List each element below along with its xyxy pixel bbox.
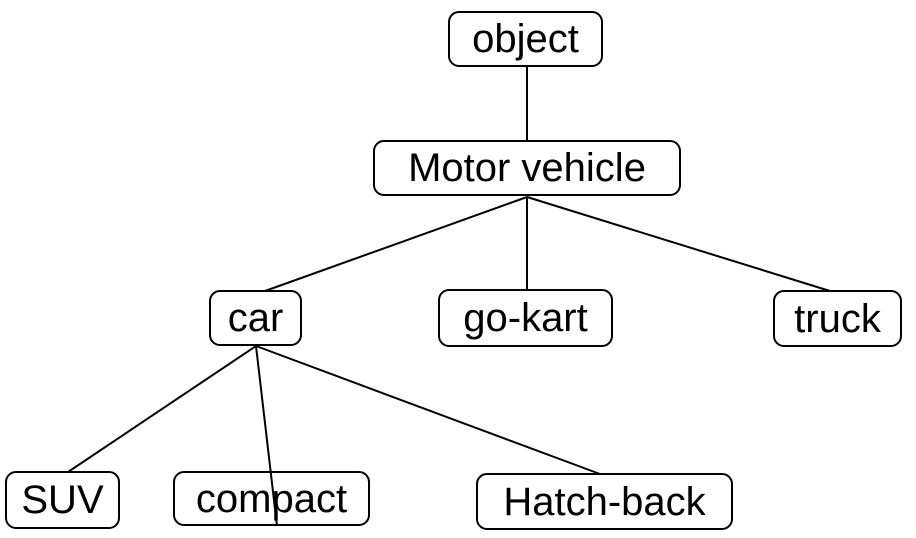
node-motor-vehicle: Motor vehicle <box>373 140 681 196</box>
node-go-kart-label: go-kart <box>463 296 588 340</box>
node-object: object <box>448 11 603 67</box>
node-car-label: car <box>227 296 284 340</box>
node-hatch-back-label: Hatch-back <box>503 479 706 524</box>
node-truck-label: truck <box>794 296 881 341</box>
node-car: car <box>209 290 302 346</box>
node-motor-vehicle-label: Motor vehicle <box>408 146 646 190</box>
node-suv-label: SUV <box>21 478 104 522</box>
edge-car-compact <box>255 345 278 527</box>
edge-motor-vehicle-truck <box>526 196 831 292</box>
node-compact-label: compact <box>195 476 348 521</box>
edge-motor-vehicle-car <box>264 196 528 292</box>
node-truck: truck <box>773 290 902 347</box>
node-suv: SUV <box>5 471 120 529</box>
edge-car-suv <box>67 345 257 473</box>
node-compact: compact <box>173 471 370 526</box>
node-hatch-back: Hatch-back <box>476 473 733 530</box>
node-object-label: object <box>472 17 579 61</box>
node-go-kart: go-kart <box>438 289 613 347</box>
edge-car-hatch-back <box>255 345 601 475</box>
